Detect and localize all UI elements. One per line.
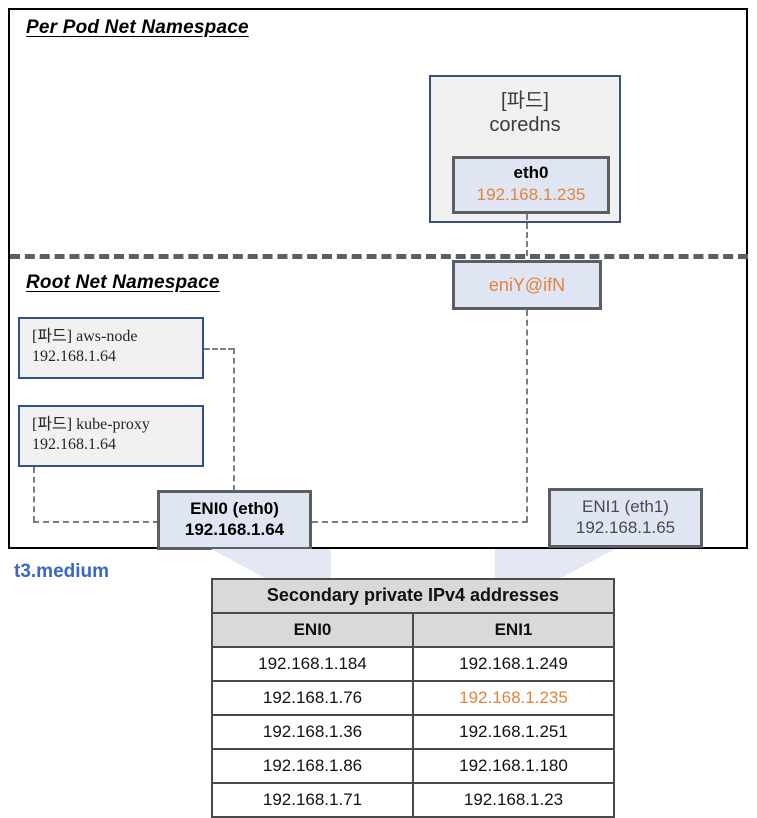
pod-coredns-kind-label: [파드] [501, 90, 549, 112]
table-cell: 192.168.1.251 [411, 714, 616, 750]
connector-veth-to-eni0 [312, 521, 528, 523]
table-cell: 192.168.1.249 [411, 646, 616, 682]
eni0-box: ENI0 (eth0) 192.168.1.64 [157, 490, 312, 550]
table-header-eni1: ENI1 [411, 612, 616, 648]
eni1-ip: 192.168.1.65 [575, 518, 676, 538]
pod-aws-node-title: [파드] aws-node [32, 327, 192, 347]
connector-eth0-to-divider [526, 214, 528, 256]
connector-aws-node-down [233, 348, 235, 491]
table-cell: 192.168.1.36 [211, 714, 414, 750]
connector-veth-down [526, 310, 528, 522]
eni0-name: ENI0 (eth0) [190, 499, 279, 518]
pod-kube-proxy-name: kube-proxy [76, 416, 150, 433]
pod-aws-node-name: aws-node [76, 328, 138, 345]
table-cell: 192.168.1.76 [211, 680, 414, 716]
table-title-row: Secondary private IPv4 addresses [211, 578, 615, 614]
table-header-eni0: ENI0 [211, 612, 414, 648]
connector-kube-proxy-right [33, 521, 159, 523]
pod-kube-proxy-title: [파드] kube-proxy [32, 415, 192, 435]
namespace-divider [10, 254, 748, 259]
funnel-eni1-to-table [495, 549, 615, 578]
pod-kube-proxy-kind-label: [파드] [32, 416, 73, 433]
table-cell: 192.168.1.180 [411, 748, 616, 784]
table-cell: 192.168.1.71 [211, 782, 414, 818]
pod-kube-proxy-box: [파드] kube-proxy 192.168.1.64 [18, 405, 204, 467]
table-title: Secondary private IPv4 addresses [211, 578, 615, 614]
table-cell: 192.168.1.86 [211, 748, 414, 784]
eni1-name: ENI1 (eth1) [582, 497, 669, 516]
per-pod-namespace-heading: Per Pod Net Namespace [26, 17, 249, 38]
root-namespace-heading: Root Net Namespace [26, 272, 220, 293]
pod-kube-proxy-ip: 192.168.1.64 [32, 436, 116, 454]
table-cell: 192.168.1.184 [211, 646, 414, 682]
table-cell: 192.168.1.23 [411, 782, 616, 818]
pod-coredns-name: coredns [489, 114, 561, 137]
pod-aws-node-kind-label: [파드] [32, 328, 73, 345]
pod-coredns-eth0-ip: 192.168.1.235 [476, 185, 586, 204]
eni0-ip: 192.168.1.64 [184, 520, 285, 540]
pod-coredns-title: [파드] coredns [431, 89, 619, 138]
instance-type-label: t3.medium [14, 561, 110, 582]
pod-aws-node-ip: 192.168.1.64 [32, 348, 116, 366]
connector-kube-proxy-down [33, 467, 35, 522]
table-cell: 192.168.1.235 [411, 680, 616, 716]
veth-eniY-box: eniY@ifN [452, 260, 602, 310]
pod-aws-node-box: [파드] aws-node 192.168.1.64 [18, 317, 204, 379]
secondary-ip-table: Secondary private IPv4 addresses ENI0 EN… [211, 578, 616, 818]
funnel-eni0-to-table [211, 549, 331, 578]
eni1-box: ENI1 (eth1) 192.168.1.65 [548, 488, 703, 548]
pod-coredns-eth0-box: eth0 192.168.1.235 [452, 156, 610, 214]
connector-aws-node-right [204, 348, 234, 350]
table-header-row: ENI0 ENI1 [211, 612, 616, 648]
pod-coredns-eth0-label: eth0 [513, 163, 549, 182]
